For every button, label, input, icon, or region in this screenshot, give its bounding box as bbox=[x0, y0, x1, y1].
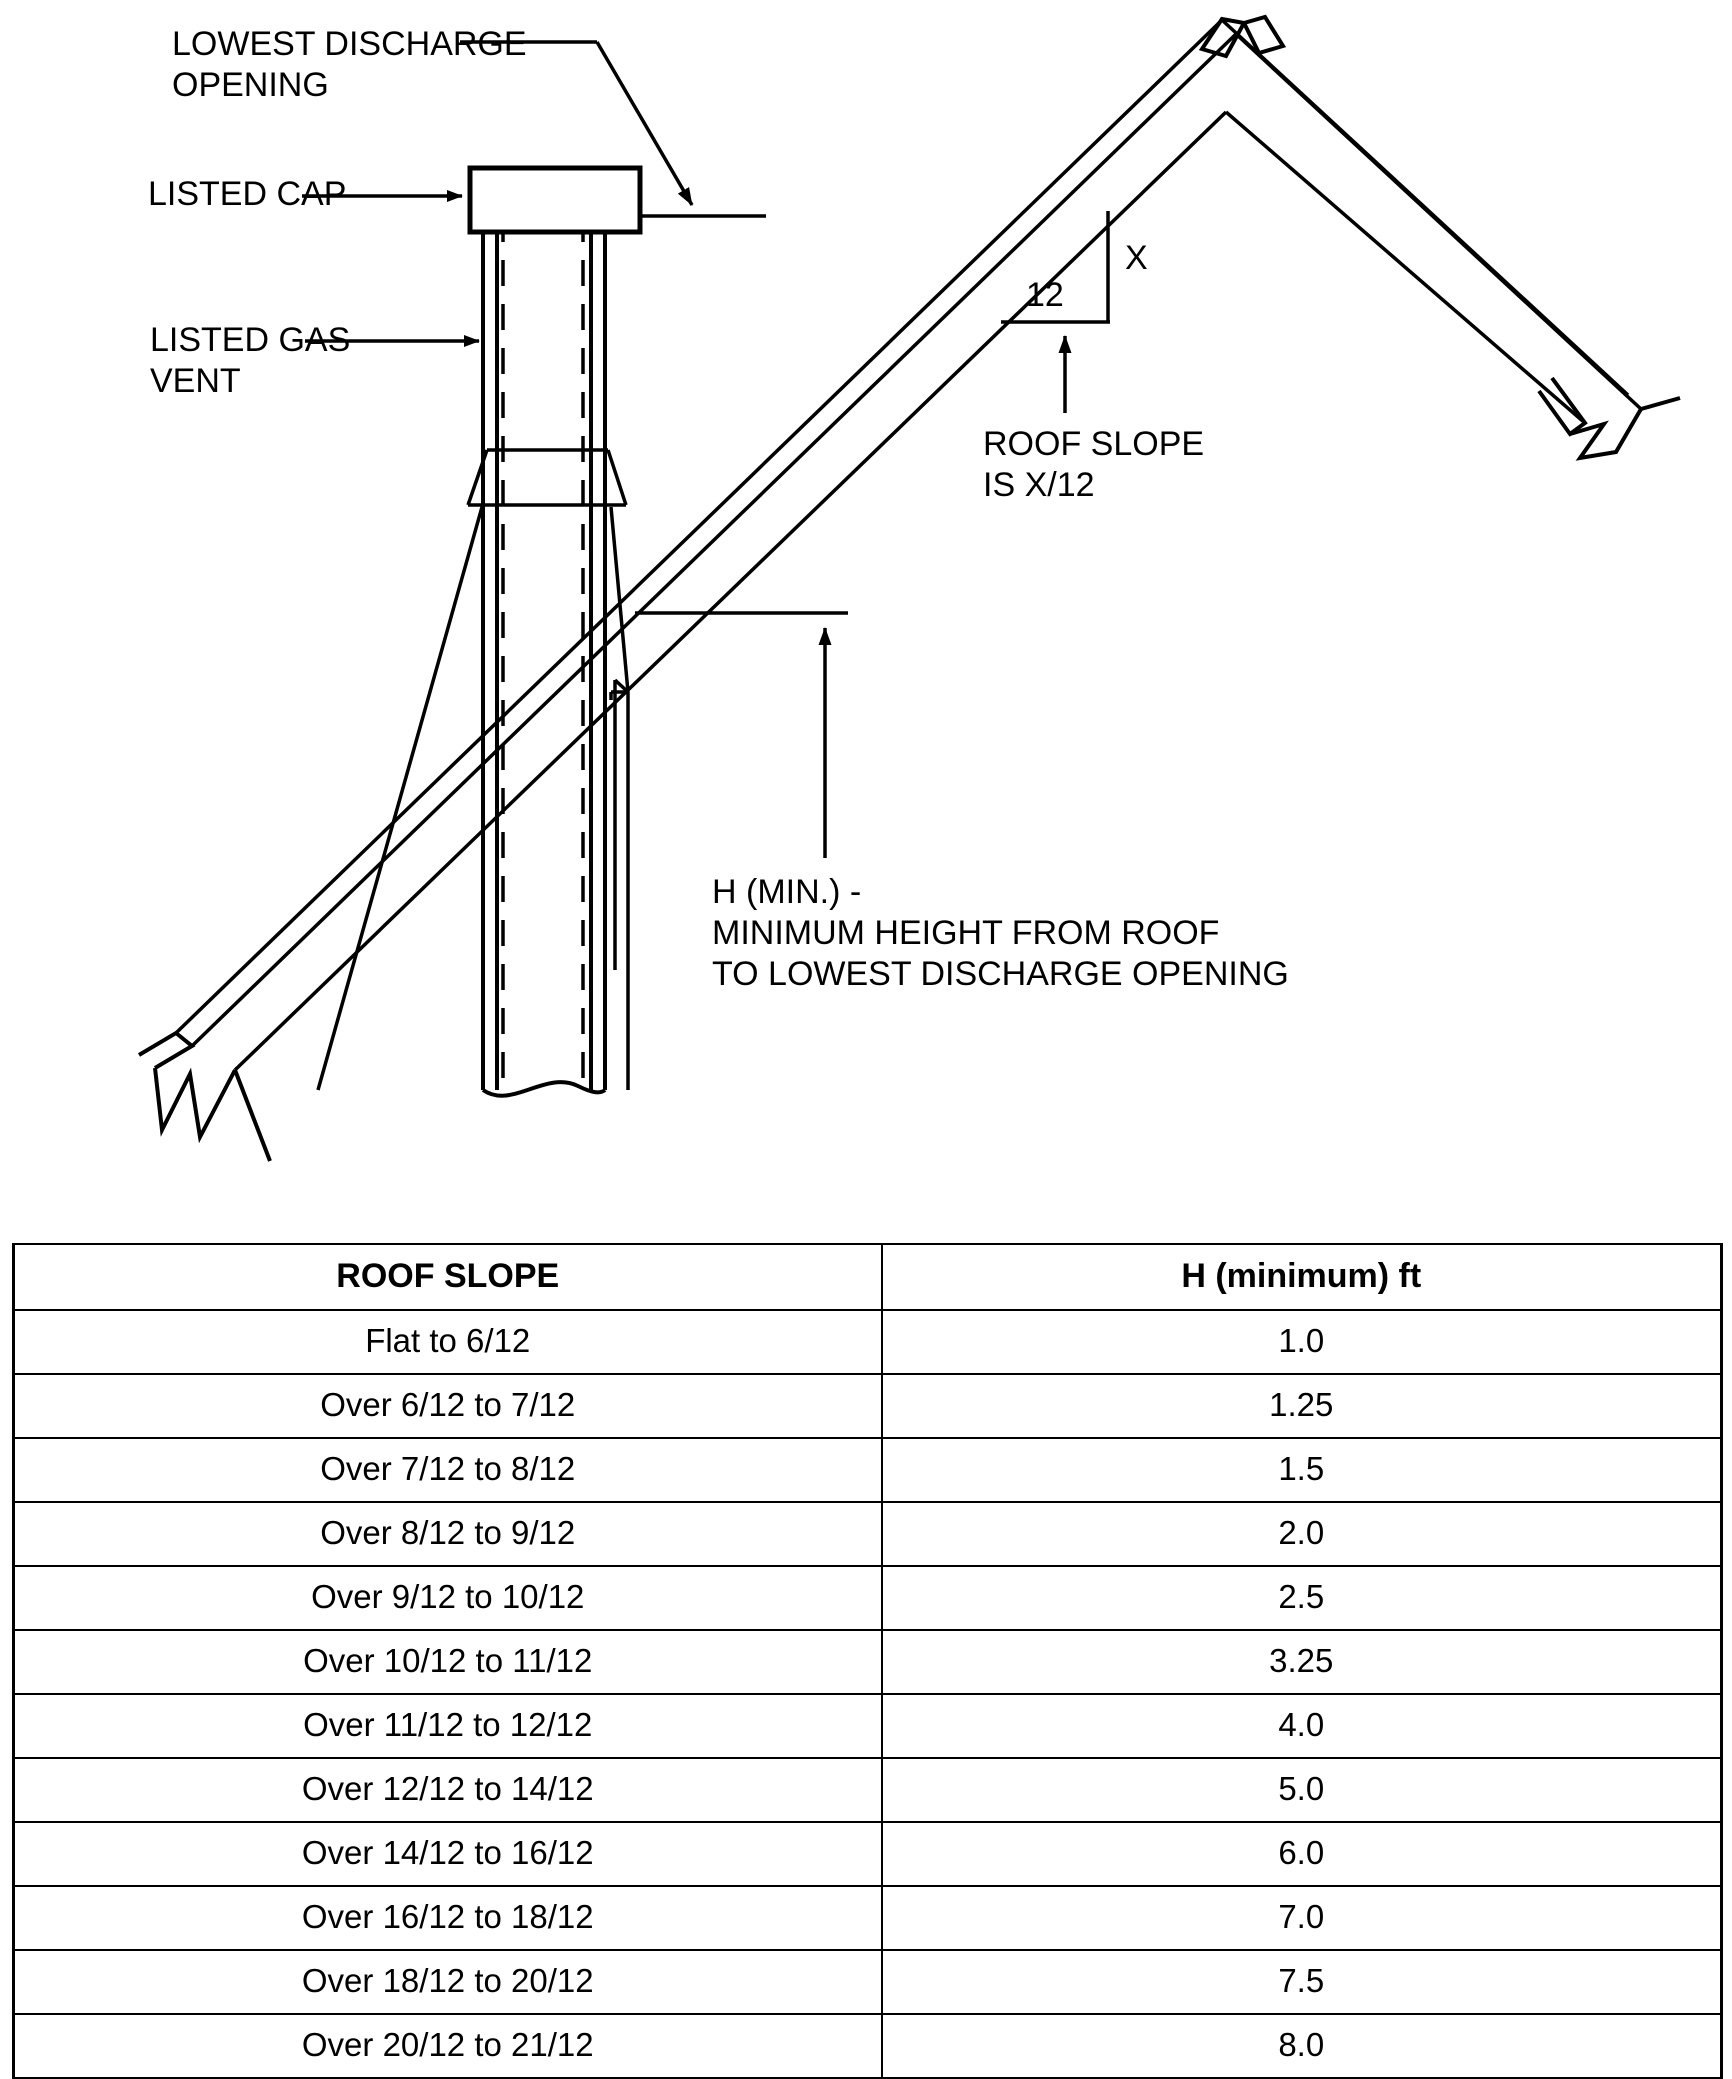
cell-h-minimum: 1.25 bbox=[880, 1373, 1723, 1439]
cell-roof-slope: Over 11/12 to 12/12 bbox=[12, 1693, 883, 1759]
cell-roof-slope: Over 7/12 to 8/12 bbox=[12, 1437, 883, 1503]
roof-left-break-symbol bbox=[137, 1030, 272, 1162]
cell-roof-slope: Over 14/12 to 16/12 bbox=[12, 1821, 883, 1887]
cell-h-minimum: 2.0 bbox=[880, 1501, 1723, 1567]
label-slope-rise: X bbox=[1125, 239, 1148, 277]
leader-h-min bbox=[635, 611, 848, 858]
label-h-min-note: H (MIN.) - MINIMUM HEIGHT FROM ROOF TO L… bbox=[712, 873, 1289, 993]
cell-roof-slope: Over 9/12 to 10/12 bbox=[12, 1565, 883, 1631]
label-roof-slope-note: ROOF SLOPE IS X/12 bbox=[983, 425, 1205, 504]
diagram-drawing bbox=[137, 14, 1681, 1162]
cell-roof-slope: Flat to 6/12 bbox=[12, 1309, 883, 1375]
roof-left-plane bbox=[174, 18, 1238, 1048]
label-slope-run: 12 bbox=[1026, 276, 1064, 314]
leader-lowest-discharge-opening bbox=[460, 40, 766, 218]
cell-h-minimum: 7.0 bbox=[880, 1885, 1723, 1951]
column-header-roof-slope: ROOF SLOPE bbox=[12, 1243, 883, 1311]
cell-h-minimum: 6.0 bbox=[880, 1821, 1723, 1887]
column-header-h-minimum: H (minimum) ft bbox=[880, 1243, 1723, 1311]
gas-vent-inner-dashed bbox=[501, 216, 585, 1086]
cell-h-minimum: 1.0 bbox=[880, 1309, 1723, 1375]
cell-h-minimum: 3.25 bbox=[880, 1629, 1723, 1695]
roof-slope-triangle bbox=[1001, 211, 1110, 324]
cell-roof-slope: Over 16/12 to 18/12 bbox=[12, 1885, 883, 1951]
cell-roof-slope: Over 12/12 to 14/12 bbox=[12, 1757, 883, 1823]
cell-roof-slope: Over 6/12 to 7/12 bbox=[12, 1373, 883, 1439]
cell-roof-slope: Over 18/12 to 20/12 bbox=[12, 1949, 883, 2015]
diagram-page: LOWEST DISCHARGE OPENING LISTED CAP LIST… bbox=[12, 14, 1723, 2079]
cell-roof-slope: Over 10/12 to 11/12 bbox=[12, 1629, 883, 1695]
storm-collar bbox=[466, 448, 628, 507]
cell-h-minimum: 2.5 bbox=[880, 1565, 1723, 1631]
cell-h-minimum: 5.0 bbox=[880, 1757, 1723, 1823]
listed-cap-box bbox=[467, 165, 643, 235]
roof-flashing bbox=[316, 506, 630, 1091]
cell-h-minimum: 7.5 bbox=[880, 1949, 1723, 2015]
roof-right-break-symbol bbox=[1537, 376, 1681, 461]
pipe-break-symbol bbox=[481, 1080, 607, 1098]
cell-h-minimum: 8.0 bbox=[880, 2013, 1723, 2079]
roof-right-plane bbox=[1220, 18, 1643, 425]
gas-vent-pipe bbox=[481, 213, 607, 1090]
label-listed-gas-vent: LISTED GAS VENT bbox=[150, 321, 351, 400]
vent-termination-diagram: LOWEST DISCHARGE OPENING LISTED CAP LIST… bbox=[137, 14, 1681, 1162]
table-header-row: ROOF SLOPE H (minimum) ft bbox=[12, 1243, 1723, 1311]
roof-left-underside bbox=[233, 110, 1228, 1072]
flashing-base bbox=[613, 678, 630, 970]
cell-h-minimum: 1.5 bbox=[880, 1437, 1723, 1503]
label-listed-cap: LISTED CAP bbox=[148, 175, 347, 213]
cell-h-minimum: 4.0 bbox=[880, 1693, 1723, 1759]
roof-ridge-cap bbox=[1198, 14, 1287, 59]
label-lowest-discharge-opening: LOWEST DISCHARGE OPENING bbox=[172, 25, 527, 104]
cell-roof-slope: Over 8/12 to 9/12 bbox=[12, 1501, 883, 1567]
cell-roof-slope: Over 20/12 to 21/12 bbox=[12, 2013, 883, 2079]
